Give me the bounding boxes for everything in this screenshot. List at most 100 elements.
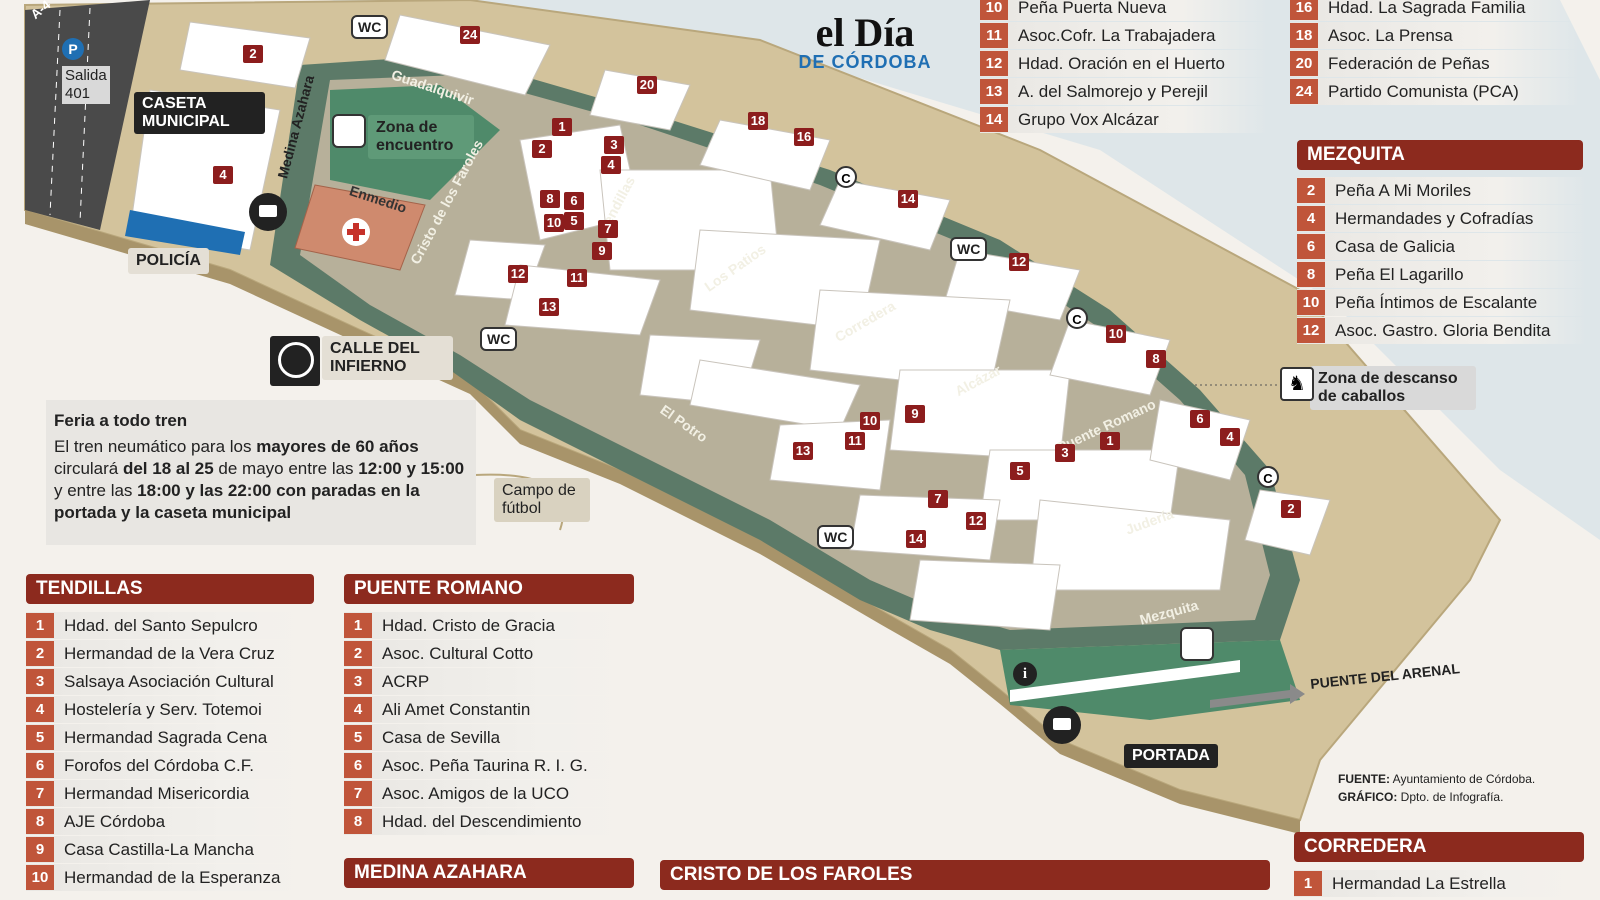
wc-marker: WC: [950, 237, 988, 261]
legend-item-label: Hermandad La Estrella: [1332, 873, 1506, 893]
legend-item-label: Peña Puerta Nueva: [1018, 0, 1167, 17]
parking-marker[interactable]: P: [62, 38, 84, 60]
legend-item: 8 AJE Córdoba: [26, 808, 316, 835]
legend-title-medina-azahara: MEDINA AZAHARA: [344, 858, 634, 888]
train-info-text: 12:00 y 15:00: [358, 459, 465, 478]
legend-item-label: Asoc. La Prensa: [1328, 25, 1453, 45]
legend-item-number: 6: [26, 753, 54, 778]
legend-item-label: AJE Córdoba: [64, 811, 166, 831]
legend-item-number: 2: [1297, 178, 1325, 203]
wc-marker: WC: [351, 15, 389, 39]
parking-label-line2: 401: [65, 85, 91, 102]
plot-number: 12: [508, 265, 528, 283]
legend-item-number: 10: [980, 0, 1008, 20]
legend-item-number: 5: [344, 725, 372, 750]
parking-icon: P: [62, 38, 84, 60]
legend-title-puente-romano: PUENTE ROMANO: [344, 574, 634, 604]
legend-item-number: 8: [344, 809, 372, 834]
train-stop-icon: [249, 193, 287, 231]
legend-item-number: 12: [1297, 318, 1325, 343]
plot-number: 12: [1009, 253, 1029, 271]
parking-label: Salida 401: [62, 66, 110, 104]
portada-label: PORTADA: [1124, 744, 1218, 768]
plot-number: 2: [243, 45, 263, 63]
plot-number: 14: [906, 530, 926, 548]
legend-title-tendillas: TENDILLAS: [26, 574, 314, 604]
legend-item-number: 13: [980, 79, 1008, 104]
legend-item-label: Salsaya Asociación Cultural: [64, 671, 274, 691]
legend-item-label: Hdad. del Santo Sepulcro: [64, 615, 258, 635]
train-stop-icon: [1043, 706, 1081, 744]
train-info-text: del 18 al 25: [122, 459, 214, 478]
legend-item-number: 24: [1290, 79, 1318, 104]
meeting-zone-icon: [332, 114, 366, 148]
ferris-wheel-icon: [270, 336, 320, 386]
legend-item-label: Asoc. Amigos de la UCO: [382, 783, 570, 803]
legend-item-label: Ali Amet Constantin: [382, 699, 531, 719]
plot-number: 5: [1010, 462, 1030, 480]
fuente-text: Ayuntamiento de Córdoba.: [1392, 772, 1536, 786]
legend-title-corredera: CORREDERA: [1294, 832, 1584, 862]
legend-item-label: Asoc. Cultural Cotto: [382, 643, 534, 663]
legend-item-number: 6: [1297, 234, 1325, 259]
plot-number: 2: [1281, 500, 1301, 518]
plot-number: 4: [1220, 428, 1240, 446]
plot-number: 4: [213, 166, 233, 184]
train-info-box: Feria a todo tren El tren neumático para…: [46, 400, 476, 545]
legend-title-mezquita: MEZQUITA: [1297, 140, 1583, 170]
caseta-municipal-label: CASETA MUNICIPAL: [134, 92, 265, 134]
legend-item-number: 1: [1294, 871, 1322, 896]
policia-label: POLICÍA: [128, 248, 209, 274]
plot-number: 6: [1190, 410, 1210, 428]
train-info-text: de mayo entre las: [213, 459, 359, 478]
legend-item-label: Forofos del Córdoba C.F.: [64, 755, 254, 775]
legend-item-number: 1: [26, 613, 54, 638]
legend-item-label: Asoc.Cofr. La Trabajadera: [1018, 25, 1216, 45]
legend-item-number: 18: [1290, 23, 1318, 48]
brand-sub: DE CÓRDOBA: [798, 52, 932, 72]
credits: FUENTE: Ayuntamiento de Córdoba. GRÁFICO…: [1338, 770, 1535, 806]
plot-number: 24: [460, 26, 480, 44]
legend-item-label: Hermandad Misericordia: [64, 783, 250, 803]
campo-futbol-label: Campo de fútbol: [494, 478, 590, 522]
plot-number: 6: [564, 192, 584, 210]
legend-item: 10 Peña Puerta Nueva: [980, 0, 1268, 21]
train-info-text: 18:00 y las 22:00 con paradas en la port…: [54, 481, 420, 522]
legend-item-number: 10: [1297, 290, 1325, 315]
c-marker: C: [1257, 466, 1279, 488]
legend-item-number: 8: [26, 809, 54, 834]
legend-item-label: Hdad. Oración en el Huerto: [1018, 53, 1225, 73]
plot-number: 8: [540, 190, 560, 208]
legend-item-number: 6: [344, 753, 372, 778]
plot-number: 3: [1055, 444, 1075, 462]
train-info-text: mayores de 60 años: [256, 437, 419, 456]
plot-number: 13: [793, 442, 813, 460]
legend-item-label: Hermandad de la Esperanza: [64, 867, 281, 887]
plot-number: 2: [532, 140, 552, 158]
legend-item: 6 Forofos del Córdoba C.F.: [26, 752, 316, 779]
zona-encuentro-label: Zona de encuentro: [368, 115, 474, 159]
plot-number: 12: [966, 512, 986, 530]
plot-number: 1: [552, 118, 572, 136]
legend-item-label: Grupo Vox Alcázar: [1018, 109, 1159, 129]
train-info-text: y entre las: [54, 481, 138, 500]
legend-item-label: Federación de Peñas: [1328, 53, 1490, 73]
